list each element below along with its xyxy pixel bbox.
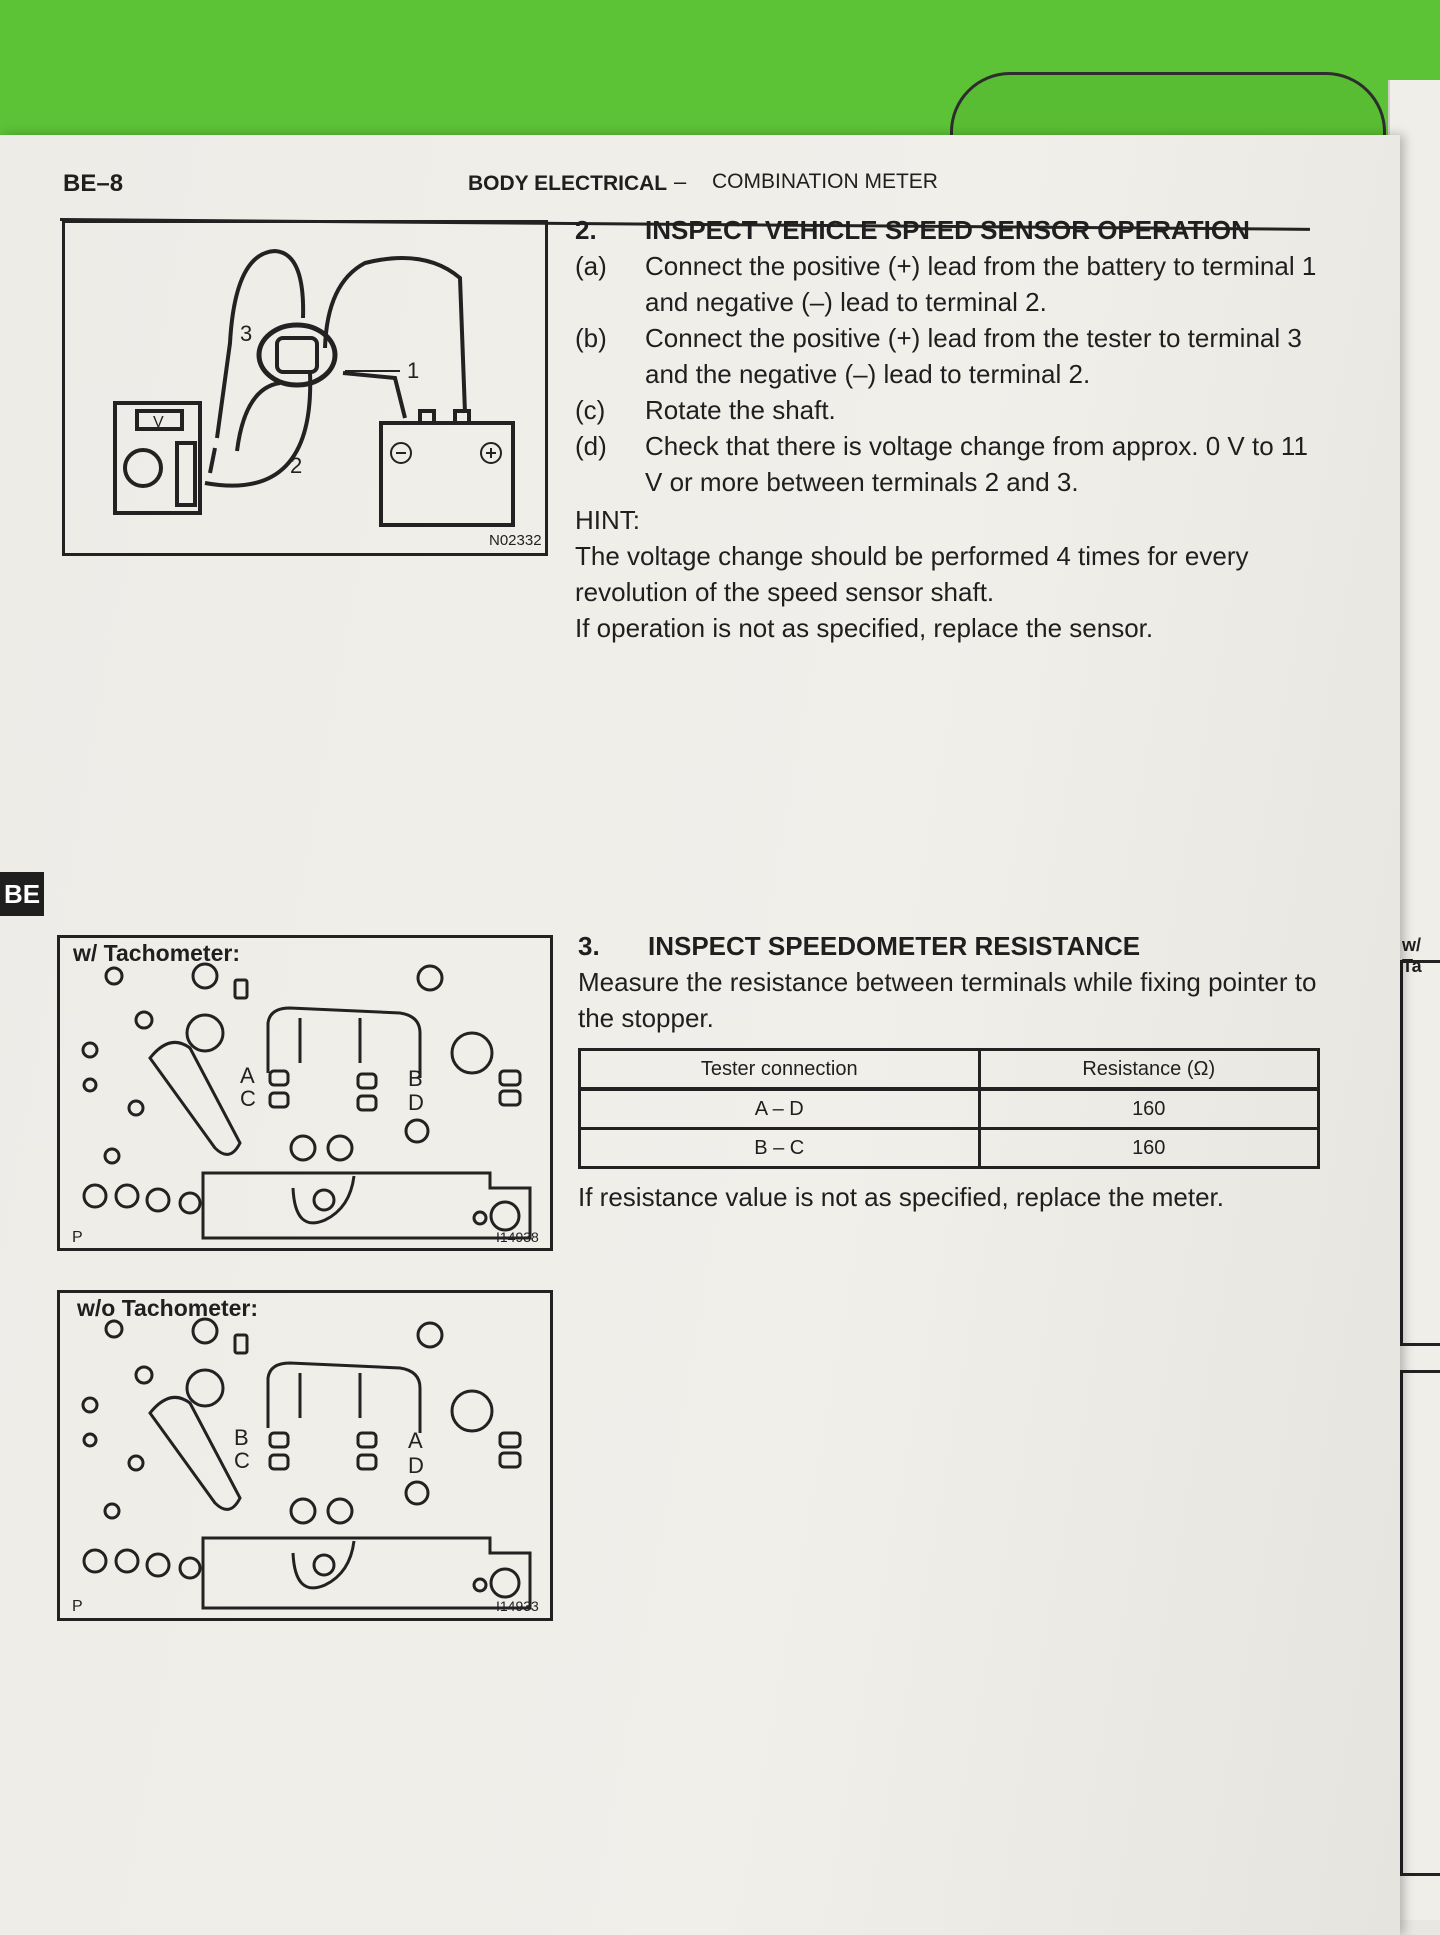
substep-a: (a) Connect the positive (+) lead from t… — [575, 248, 1320, 320]
next-page-figure-2 — [1400, 1370, 1440, 1876]
terminal-label: C — [234, 1448, 250, 1473]
section-separator: – — [674, 169, 687, 194]
terminal-label: A — [408, 1428, 423, 1453]
terminal-label-1: 1 — [407, 358, 419, 383]
substep-letter: (b) — [575, 323, 607, 353]
manual-page — [0, 135, 1400, 1935]
figure-id: I14933 — [496, 1598, 539, 1614]
substep-b: (b) Connect the positive (+) lead from t… — [575, 320, 1320, 392]
table-row: A – D 160 — [578, 1087, 1320, 1130]
table-row: B – C 160 — [578, 1127, 1320, 1169]
meter-connector-diagram: B C A D P I14933 — [72, 1317, 539, 1615]
background-folder — [0, 0, 1440, 195]
step-3-heading: 3. INSPECT SPEEDOMETER RESISTANCE — [578, 928, 1323, 964]
terminal-label: B — [234, 1425, 249, 1450]
figure-label: w/ Tachometer: — [73, 940, 240, 966]
terminal-label: B — [408, 1066, 423, 1091]
next-page-figure — [1400, 960, 1440, 1346]
step-2-number: 2. — [575, 215, 597, 245]
hint-line: If operation is not as specified, replac… — [575, 613, 1154, 643]
step-3-title: INSPECT SPEEDOMETER RESISTANCE — [648, 931, 1141, 961]
substep-text: Check that there is voltage change from … — [645, 431, 1308, 497]
side-tab: BE — [0, 872, 44, 916]
substep-text: Connect the positive (+) lead from the b… — [645, 251, 1317, 317]
terminal-label: D — [408, 1090, 424, 1115]
speed-sensor-figure: 3 1 2 V N02332 — [62, 220, 548, 556]
step-2-heading: 2. INSPECT VEHICLE SPEED SENSOR OPERATIO… — [575, 212, 1320, 248]
hint-block: HINT: The voltage change should be perfo… — [575, 502, 1320, 646]
page-code: BE–8 — [63, 170, 124, 197]
table-cell: 160 — [977, 1127, 1320, 1169]
step-2-instructions: 2. INSPECT VEHICLE SPEED SENSOR OPERATIO… — [575, 212, 1320, 646]
terminal-label: D — [408, 1453, 424, 1478]
terminal-label: C — [240, 1086, 256, 1111]
figure-label: w/o Tachometer: — [77, 1295, 259, 1321]
resistance-table: Tester connection Resistance (Ω) A – D 1… — [578, 1048, 1320, 1169]
column-header: Tester connection — [578, 1048, 981, 1091]
hint-label: HINT: — [575, 505, 640, 535]
table-cell: A – D — [578, 1087, 981, 1130]
step-3-number: 3. — [578, 931, 600, 961]
substep-text: Connect the positive (+) lead from the t… — [645, 323, 1302, 389]
substep-text: Rotate the shaft. — [645, 395, 836, 425]
section-title: BODY ELECTRICAL — [468, 172, 668, 195]
meter-connector-diagram: A C B D P I14938 — [72, 962, 539, 1246]
terminal-label-2: 2 — [290, 453, 302, 478]
step-3-intro: Measure the resistance between terminals… — [578, 967, 1317, 1033]
substep-d: (d) Check that there is voltage change f… — [575, 428, 1320, 500]
substep-letter: (a) — [575, 251, 607, 281]
table-cell: 160 — [977, 1087, 1320, 1130]
battery-terminal-icons — [396, 448, 496, 458]
figure-id: I14938 — [496, 1229, 539, 1245]
column-header: Resistance (Ω) — [977, 1048, 1320, 1091]
page-header: BE–8 BODY ELECTRICAL – COMBINATION METER — [0, 165, 1320, 225]
step-3-instructions: 3. INSPECT SPEEDOMETER RESISTANCE Measur… — [578, 928, 1323, 1215]
substep-c: (c) Rotate the shaft. — [575, 392, 1320, 428]
terminal-label: A — [240, 1063, 255, 1088]
corner-label: P — [72, 1598, 83, 1615]
corner-label: P — [72, 1229, 83, 1246]
tachometer-figure: w/ Tachometer: A C B — [57, 935, 553, 1251]
table-header-row: Tester connection Resistance (Ω) — [578, 1048, 1320, 1091]
no-tachometer-figure: w/o Tachometer: B C A — [57, 1290, 553, 1621]
meter-label: V — [153, 414, 164, 431]
substep-letter: (d) — [575, 431, 607, 461]
figure-id: N02332 — [489, 532, 542, 549]
terminal-label-3: 3 — [240, 321, 252, 346]
substep-letter: (c) — [575, 395, 606, 425]
section-subtitle: COMBINATION METER — [712, 170, 938, 193]
hint-line: The voltage change should be performed 4… — [575, 541, 1249, 607]
speed-sensor-diagram: 3 1 2 V N02332 — [113, 248, 542, 549]
table-cell: B – C — [578, 1127, 981, 1169]
step-2-title: INSPECT VEHICLE SPEED SENSOR OPERATION — [645, 215, 1250, 245]
step-3-note: If resistance value is not as specified,… — [578, 1182, 1225, 1212]
